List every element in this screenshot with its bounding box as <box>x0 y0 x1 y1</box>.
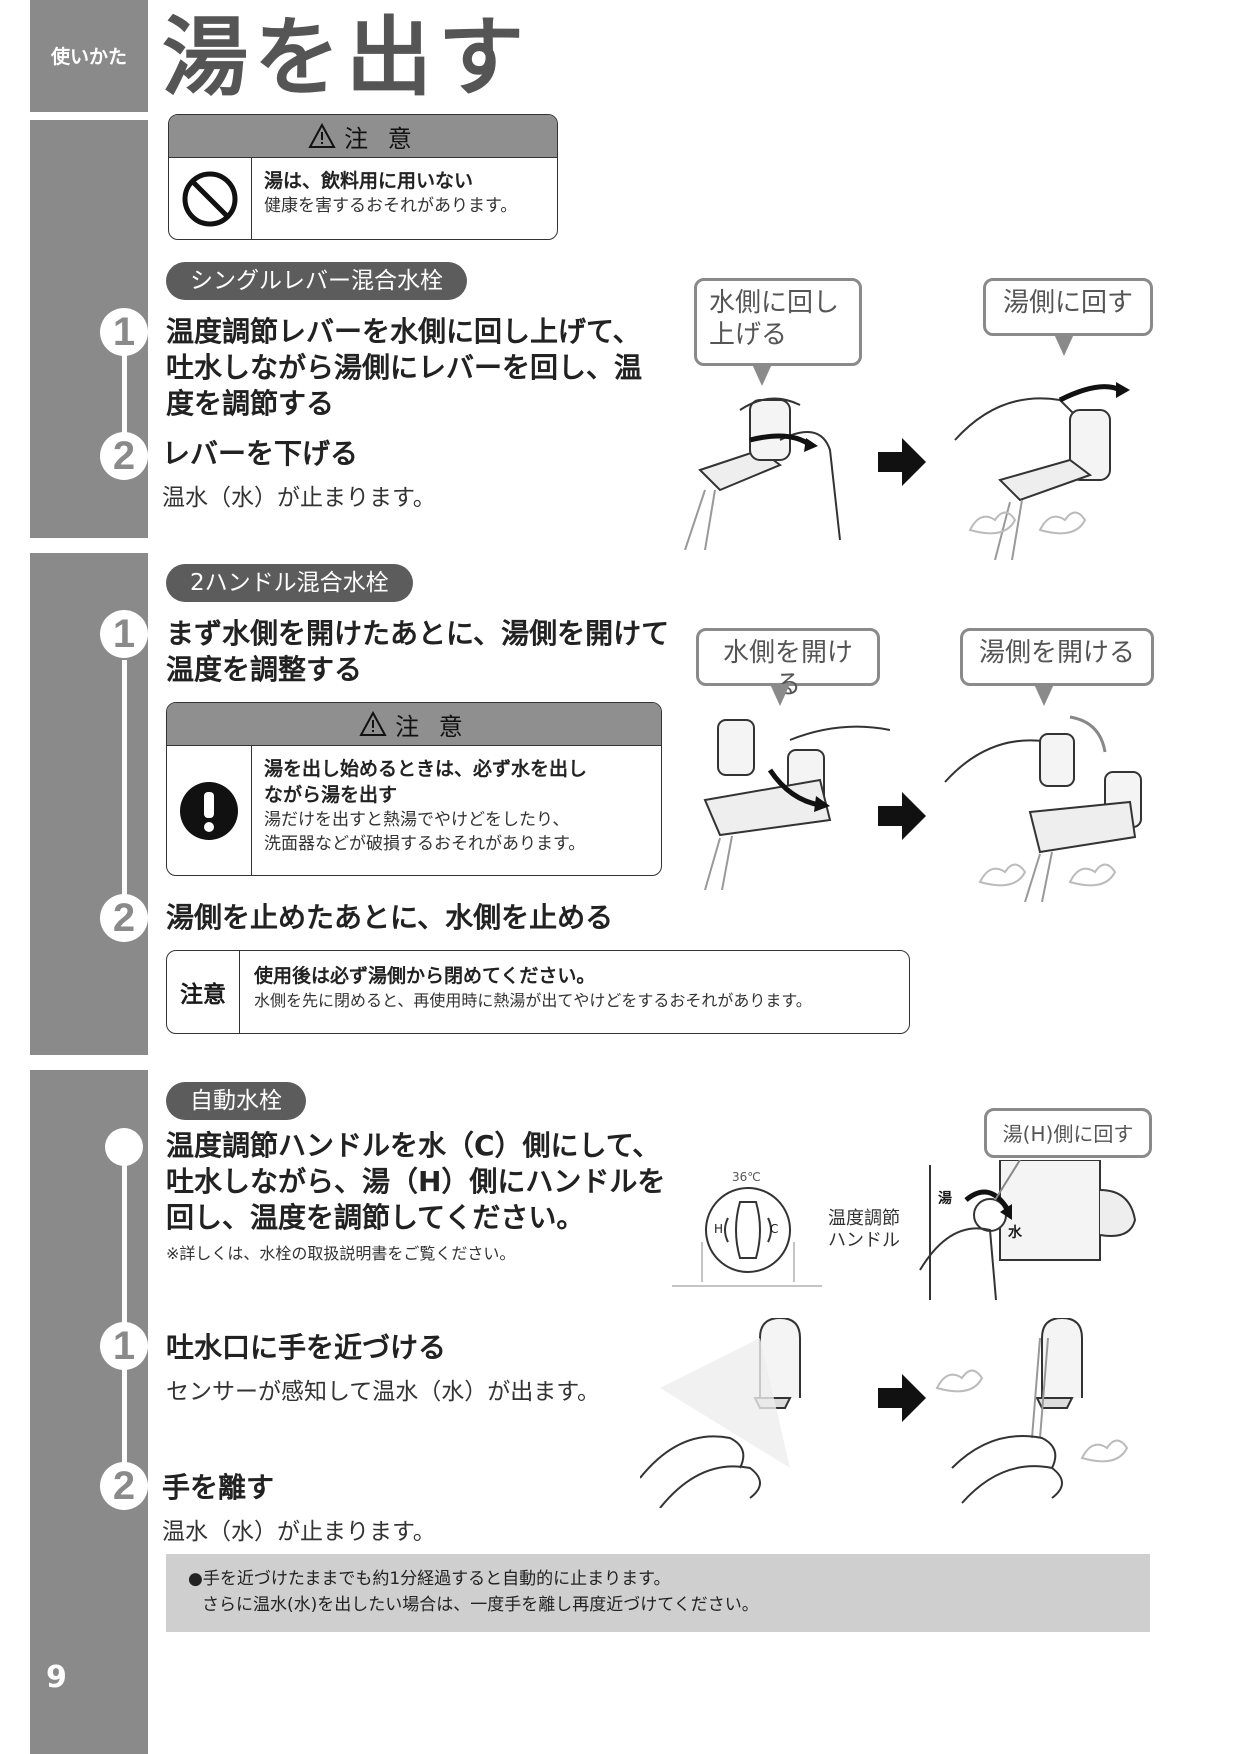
dial-hot-marker: H <box>714 1222 724 1236</box>
step-number: 2 <box>100 894 148 942</box>
bubble-text: 湯側に回す <box>1002 288 1133 318</box>
pill-auto-faucet: 自動水栓 <box>166 1082 306 1120</box>
warning-triangle-icon <box>308 123 336 148</box>
handle-label-text: 温度調節 <box>828 1208 900 1229</box>
arrow-right-icon <box>878 1374 926 1422</box>
handle-label: 温度調節 ハンドル <box>828 1208 900 1252</box>
step-number: 1 <box>100 1322 148 1370</box>
step-subtext: センサーが感知して温水（水）が出ます。 <box>166 1379 601 1405</box>
speech-bubble-tail <box>752 364 772 386</box>
caution-heading: 注 意 <box>344 124 418 153</box>
step-number: 2 <box>100 432 148 480</box>
speech-bubble: 湯側に回す <box>983 278 1153 336</box>
mandatory-icon-cell <box>167 746 252 875</box>
caution-box-drinking: 注 意 湯は、飲料用に用いない 健康を害するおそれがあります。 <box>168 114 558 240</box>
section-tab <box>30 0 148 112</box>
prohibition-icon <box>182 171 238 227</box>
step-heading: 回し、温度を調節してください。 <box>166 1201 585 1234</box>
note-box: 注意 使用後は必ず湯側から閉めてください。 水側を先に閉めると、再使用時に熱湯が… <box>166 950 910 1034</box>
single-lever-faucet-hot-illustration <box>954 382 1130 560</box>
caution-heading: 注 意 <box>395 712 469 741</box>
speech-bubble: 湯(H)側に回す <box>984 1108 1152 1158</box>
caution-main-text: 湯を出し始めるときは、必ず水を出し <box>264 758 588 780</box>
speech-bubble: 水側に回し 上げる <box>694 278 862 366</box>
dial-temperature-label: 36℃ <box>732 1170 761 1184</box>
caution-box-hot-water: 注 意 湯を出し始めるときは、必ず水を出し ながら湯を出す 湯だけを出すと熱湯で… <box>166 702 662 876</box>
step-heading: 吐水しながら湯側にレバーを回し、温 <box>166 351 643 384</box>
step-connector-line <box>122 342 127 458</box>
warning-triangle-icon <box>359 711 387 736</box>
speech-bubble: 湯側を開ける <box>960 628 1154 686</box>
temperature-dial-illustration <box>672 1187 822 1287</box>
note-main-text: 使用後は必ず湯側から閉めてください。 <box>254 965 596 987</box>
section-label: 使いかた <box>50 46 127 68</box>
page-title: 湯を出す <box>162 8 530 108</box>
step-connector-line <box>122 660 127 920</box>
caution-sub-text: 健康を害するおそれがあります。 <box>264 196 518 216</box>
hot-side-label: 湯 <box>938 1191 952 1207</box>
step-subtext: 温水（水）が止まります。 <box>162 1519 436 1545</box>
step-heading: まず水側を開けたあとに、湯側を開けて <box>166 617 670 650</box>
caution-main-text: ながら湯を出す <box>264 784 398 806</box>
sensor-faucet-hands-illustration <box>640 1318 801 1508</box>
step-dot <box>105 1128 143 1166</box>
pill-single-lever: シングルレバー混合水栓 <box>166 262 467 300</box>
handle-label-text: ハンドル <box>828 1230 900 1251</box>
bubble-text: 水側に回し <box>709 288 840 318</box>
step-heading: 度を調節する <box>166 387 335 420</box>
single-lever-faucet-illustration <box>684 397 841 550</box>
bubble-text: 湯側を開ける <box>978 638 1135 668</box>
step-heading: 湯側を止めたあとに、水側を止める <box>166 901 614 934</box>
step-number: 1 <box>100 308 148 356</box>
cold-side-label: 水 <box>1008 1225 1022 1241</box>
prohibition-icon-cell <box>169 158 252 239</box>
two-handle-faucet-hot-illustration <box>944 715 1142 902</box>
info-note-box: ●手を近づけたままでも約1分経過すると自動的に止まります。 さらに温水(水)を出… <box>166 1554 1150 1632</box>
sidebar-segment-auto-faucet <box>30 1070 148 1754</box>
step-heading: 吐水口に手を近づける <box>166 1331 447 1364</box>
caution-sub-text: 洗面器などが破損するおそれがあります。 <box>264 834 586 854</box>
step-heading: 温度を調整する <box>166 653 363 686</box>
intro-footnote: ※詳しくは、水栓の取扱説明書をご覧ください。 <box>166 1244 516 1263</box>
speech-bubble: 水側を開ける <box>696 628 880 700</box>
note-sub-text: 水側を先に閉めると、再使用時に熱湯が出てやけどをするおそれがあります。 <box>254 991 812 1010</box>
exclamation-icon <box>180 782 238 840</box>
step-heading: 温度調節ハンドルを水（C）側にして、 <box>166 1129 661 1162</box>
caution-main-text: 湯は、飲料用に用いない <box>264 170 474 192</box>
step-heading: 手を離す <box>162 1471 275 1504</box>
pill-two-handle: 2ハンドル混合水栓 <box>166 564 413 602</box>
info-note-line: ●手を近づけたままでも約1分経過すると自動的に止まります。 <box>188 1569 671 1589</box>
caution-sub-text: 湯だけを出すと熱湯でやけどをしたり、 <box>264 810 570 830</box>
step-subtext: 温水（水）が止まります。 <box>162 485 436 511</box>
arrow-right-icon <box>878 438 926 486</box>
auto-faucet-handle-illustration <box>919 1160 1137 1300</box>
arrow-right-icon <box>878 792 926 840</box>
step-connector-line <box>122 1150 127 1490</box>
bubble-text: 湯(H)側に回す <box>1002 1122 1134 1146</box>
page-number: 9 <box>46 1660 67 1695</box>
step-number: 1 <box>100 610 148 658</box>
speech-bubble-tail <box>1054 334 1074 356</box>
step-heading: 吐水しながら、湯（H）側にハンドルを <box>166 1165 666 1198</box>
step-heading: レバーを下げる <box>162 437 359 470</box>
dial-cold-marker: C <box>770 1222 779 1236</box>
speech-bubble-tail <box>1034 684 1054 706</box>
speech-bubble-tail <box>770 684 790 706</box>
step-heading: 温度調節レバーを水側に回し上げて、 <box>166 315 641 348</box>
info-note-line: さらに温水(水)を出したい場合は、一度手を離し再度近づけてください。 <box>202 1595 759 1615</box>
note-label: 注意 <box>167 951 240 1033</box>
step-number: 2 <box>100 1462 148 1510</box>
caution-header: 注 意 <box>167 703 661 746</box>
two-handle-faucet-illustration <box>703 719 890 890</box>
caution-header: 注 意 <box>169 115 557 158</box>
bubble-text: 上げる <box>709 320 788 350</box>
sensor-faucet-water-illustration <box>935 1318 1129 1504</box>
